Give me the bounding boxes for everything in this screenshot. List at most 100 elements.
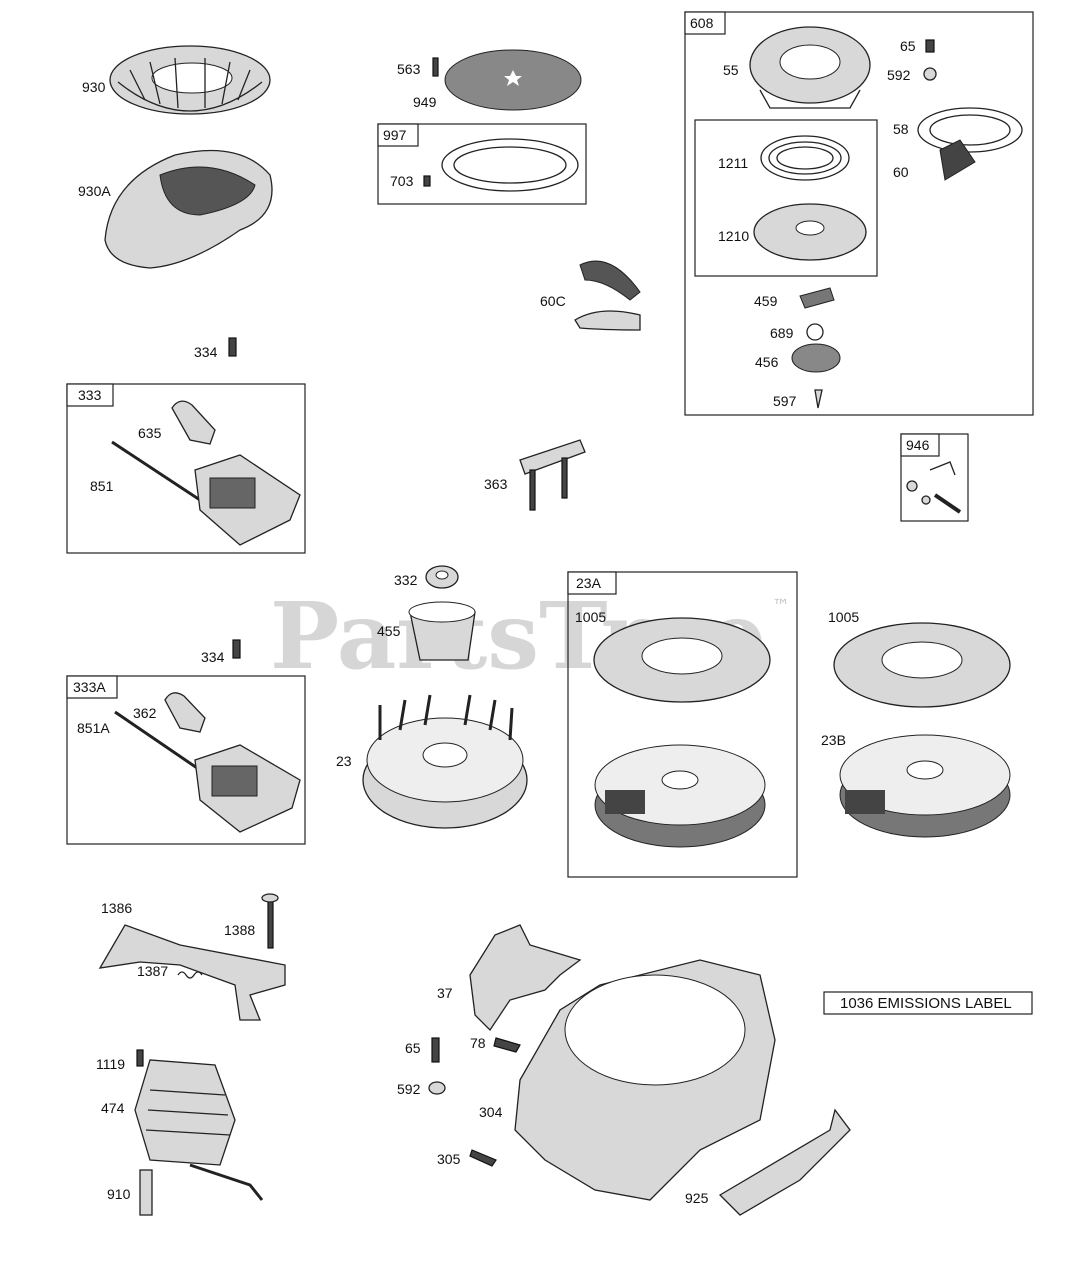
box-1210-1211 <box>694 119 878 277</box>
label-304: 304 <box>479 1104 503 1120</box>
label-1005: 1005 <box>828 609 859 625</box>
box-997: 997 <box>377 123 587 205</box>
box-23A: 23A <box>567 571 798 878</box>
label-1388: 1388 <box>224 922 255 938</box>
label-930: 930 <box>82 79 106 95</box>
svg-text:946: 946 <box>906 437 930 453</box>
part-334-screw-mid <box>232 639 241 659</box>
label-23B: 23B <box>821 732 846 748</box>
label-910: 910 <box>107 1186 131 1202</box>
part-1210-pulley <box>753 203 867 261</box>
box-333: 333 <box>66 383 306 554</box>
part-1005-fan <box>833 622 1011 708</box>
emissions-label-text: 1036 EMISSIONS LABEL <box>840 995 1012 1012</box>
part-1388-screw <box>261 893 279 949</box>
label-305: 305 <box>437 1151 461 1167</box>
label-592-top: 592 <box>887 67 911 83</box>
label-332: 332 <box>394 572 418 588</box>
label-592: 592 <box>397 1081 421 1097</box>
svg-text:608: 608 <box>690 15 714 31</box>
part-60C-handle <box>574 260 641 331</box>
label-363: 363 <box>484 476 508 492</box>
svg-text:997: 997 <box>383 127 407 143</box>
part-23B-flywheel <box>839 734 1011 838</box>
label-23: 23 <box>336 753 352 769</box>
part-930A-shroud <box>104 149 273 269</box>
part-78-screw <box>493 1037 521 1053</box>
label-37: 37 <box>437 985 453 1001</box>
label-459: 459 <box>754 293 778 309</box>
part-592-nut <box>428 1081 446 1095</box>
part-55-starter-housing <box>749 26 871 109</box>
part-925-baffle <box>718 1108 851 1216</box>
part-459-dog <box>799 287 835 309</box>
label-851A: 851A <box>77 720 110 736</box>
part-65-bolt-top <box>925 39 935 53</box>
part-333A-module <box>194 744 301 833</box>
part-1005-fan-23A <box>593 617 771 703</box>
part-65-bolt <box>431 1037 440 1063</box>
callout-labels: 930 930A 563 949 703 60C 55 65 592 58 60… <box>77 38 916 1206</box>
label-1211: 1211 <box>718 155 748 171</box>
part-1211-spring <box>760 135 850 181</box>
label-1386: 1386 <box>101 900 132 916</box>
svg-text:333A: 333A <box>73 679 106 695</box>
part-60-grip <box>939 139 976 181</box>
part-474-armature <box>134 1059 264 1201</box>
label-334-mid: 334 <box>201 649 225 665</box>
label-1119: 1119 <box>96 1056 125 1072</box>
part-1119-screw <box>136 1049 144 1067</box>
label-597: 597 <box>773 393 797 409</box>
label-58: 58 <box>893 121 909 137</box>
part-456-retainer <box>791 343 841 373</box>
part-334-screw-top <box>228 337 237 357</box>
label-474: 474 <box>101 1100 125 1116</box>
part-1387-spring <box>177 971 203 979</box>
box-608: 608 <box>684 11 1034 416</box>
label-930A: 930A <box>78 183 111 199</box>
part-1386-lever <box>98 924 286 1021</box>
part-563-screw <box>432 57 439 77</box>
label-635: 635 <box>138 425 162 441</box>
part-23-flywheel <box>362 694 528 829</box>
part-362-boot <box>164 692 206 733</box>
part-851A-wire <box>114 710 201 772</box>
part-23A-flywheel <box>594 744 766 848</box>
emissions-label-box: 1036 EMISSIONS LABEL <box>823 991 1033 1015</box>
part-635-boot <box>171 400 216 445</box>
label-55: 55 <box>723 62 739 78</box>
watermark-trademark: ™ <box>772 596 790 617</box>
label-456: 456 <box>755 354 779 370</box>
label-689: 689 <box>770 325 794 341</box>
label-60C: 60C <box>540 293 566 309</box>
label-362: 362 <box>133 705 157 721</box>
label-334-top: 334 <box>194 344 218 360</box>
part-930-screen <box>109 45 271 115</box>
part-949-screen <box>444 49 582 111</box>
part-703-screw <box>423 175 431 187</box>
part-37-bracket <box>469 924 582 1032</box>
label-1005-23A: 1005 <box>575 609 606 625</box>
label-1387: 1387 <box>137 963 168 979</box>
label-78: 78 <box>470 1035 486 1051</box>
label-60: 60 <box>893 164 909 180</box>
part-851-wire <box>111 440 201 502</box>
label-65-top: 65 <box>900 38 916 54</box>
part-455-starter-cup <box>408 601 476 661</box>
part-946-kit <box>906 461 962 514</box>
label-703: 703 <box>390 173 414 189</box>
label-851: 851 <box>90 478 114 494</box>
part-597-screw <box>814 389 823 409</box>
part-363-bracket <box>519 439 586 511</box>
label-925: 925 <box>685 1190 709 1206</box>
label-563: 563 <box>397 61 421 77</box>
part-58-rope <box>917 107 1023 153</box>
part-689-clip <box>806 323 824 341</box>
label-65: 65 <box>405 1040 421 1056</box>
svg-text:333: 333 <box>78 387 102 403</box>
part-910-spacer <box>139 1169 153 1216</box>
svg-text:23A: 23A <box>576 575 602 591</box>
label-949: 949 <box>413 94 437 110</box>
part-332-nut <box>425 565 459 589</box>
